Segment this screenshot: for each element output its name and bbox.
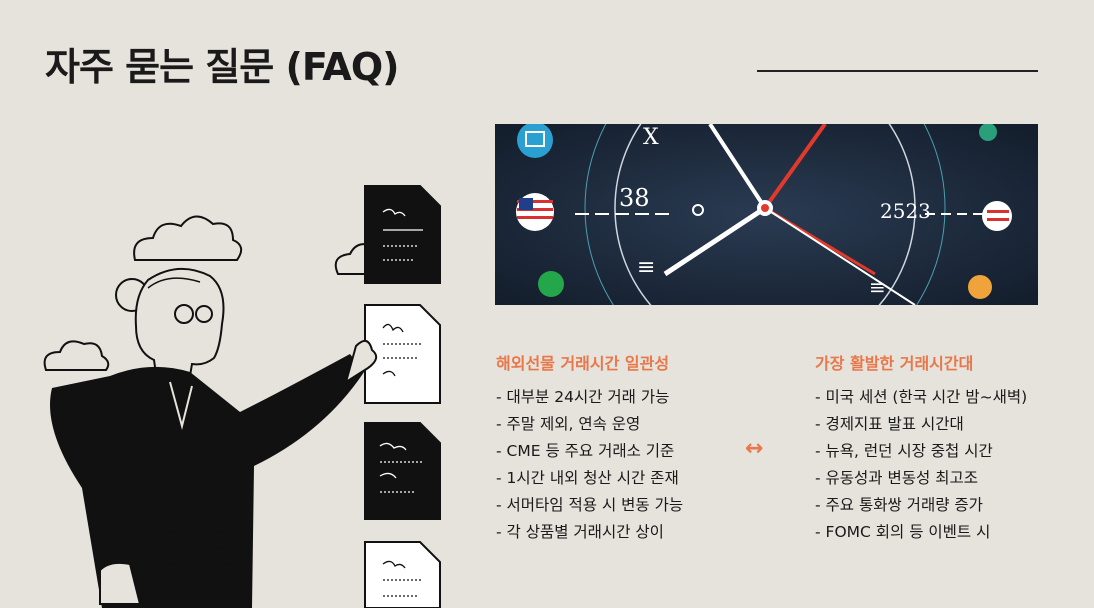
- most-active-hours: 가장 활발한 거래시간대 미국 세션 (한국 시간 밤~새벽) 경제지표 발표 …: [815, 350, 1040, 546]
- svg-text:≡: ≡: [869, 275, 886, 299]
- list-item: 주요 통화쌍 거래량 증가: [815, 492, 1040, 519]
- clock-left-number: 38: [619, 184, 650, 212]
- svg-text:X: X: [643, 125, 659, 150]
- woman-with-documents-illustration: [43, 185, 441, 608]
- list-item: 각 상품별 거래시간 상이: [496, 519, 756, 546]
- list-item: CME 등 주요 거래소 기준: [496, 438, 756, 465]
- list-item: 뉴욕, 런던 시장 중첩 시간: [815, 438, 1040, 465]
- right-heading: 가장 활발한 거래시간대: [815, 354, 974, 373]
- right-list: 미국 세션 (한국 시간 밤~새벽) 경제지표 발표 시간대 뉴욕, 런던 시장…: [815, 384, 1040, 546]
- list-item: 1시간 내외 청산 시간 존재: [496, 465, 756, 492]
- list-item: 서머타임 적용 시 변동 가능: [496, 492, 756, 519]
- title-divider: [757, 70, 1038, 72]
- page-title: 자주 묻는 질문 (FAQ): [45, 45, 399, 89]
- clock-right-number: 2523: [880, 199, 931, 223]
- svg-text:≡: ≡: [637, 255, 655, 280]
- list-item: 주말 제외, 연속 운영: [496, 411, 756, 438]
- world-clock-image: X ≡ ≡ 38 2523: [495, 124, 1038, 305]
- list-item: FOMC 회의 등 이벤트 시: [815, 519, 1040, 546]
- list-item: 대부분 24시간 거래 가능: [496, 384, 756, 411]
- list-item: 유동성과 변동성 최고조: [815, 465, 1040, 492]
- left-heading: 해외선물 거래시간 일관성: [496, 354, 670, 373]
- trading-hours-consistency: 해외선물 거래시간 일관성 대부분 24시간 거래 가능 주말 제외, 연속 운…: [496, 350, 756, 546]
- list-item: 경제지표 발표 시간대: [815, 411, 1040, 438]
- list-item: 미국 세션 (한국 시간 밤~새벽): [815, 384, 1040, 411]
- left-list: 대부분 24시간 거래 가능 주말 제외, 연속 운영 CME 등 주요 거래소…: [496, 384, 756, 546]
- double-arrow-icon: ↔: [745, 436, 764, 461]
